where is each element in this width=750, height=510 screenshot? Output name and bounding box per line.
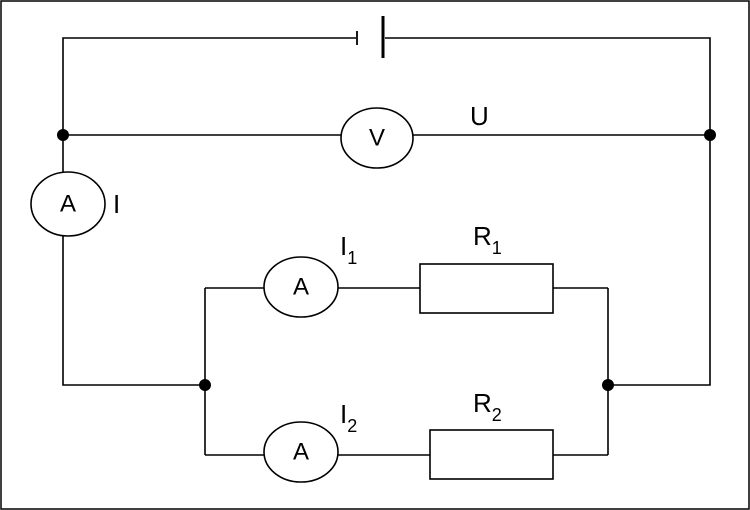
wire-top-right [385,37,711,386]
resistor-1-label: R1 [473,221,502,258]
ammeter-branch2-label: A [293,439,309,466]
wire-top-left [62,37,356,135]
current-1-main: I [340,231,347,261]
ammeter-total-label: A [60,191,76,218]
current-2-main: I [340,399,347,429]
ammeter-branch2 [263,421,339,483]
wire-left-lower [62,236,205,386]
junction-node-top-right [704,129,716,141]
voltage-label: U [470,101,489,131]
resistor-1-sub: 1 [492,238,502,258]
junction-node-branch-left [199,379,211,391]
current-2-label: I2 [340,399,357,436]
resistor-1 [419,263,554,314]
current-1-sub: 1 [347,248,357,268]
ammeter-branch1-label: A [293,274,309,301]
voltmeter-label: V [369,125,385,152]
battery-icon [356,16,385,58]
resistor-2-main: R [473,388,492,418]
voltmeter [340,107,414,169]
ammeter-total [30,171,106,237]
resistor-2 [429,429,554,480]
junction-node-top-left [57,129,69,141]
current-total-label: I [113,189,120,219]
ammeter-branch1 [263,256,339,318]
resistor-2-sub: 2 [492,405,502,425]
resistor-1-main: R [473,221,492,251]
resistor-2-label: R2 [473,388,502,425]
current-1-label: I1 [340,231,357,268]
junction-node-branch-right [602,379,614,391]
current-2-sub: 2 [347,416,357,436]
